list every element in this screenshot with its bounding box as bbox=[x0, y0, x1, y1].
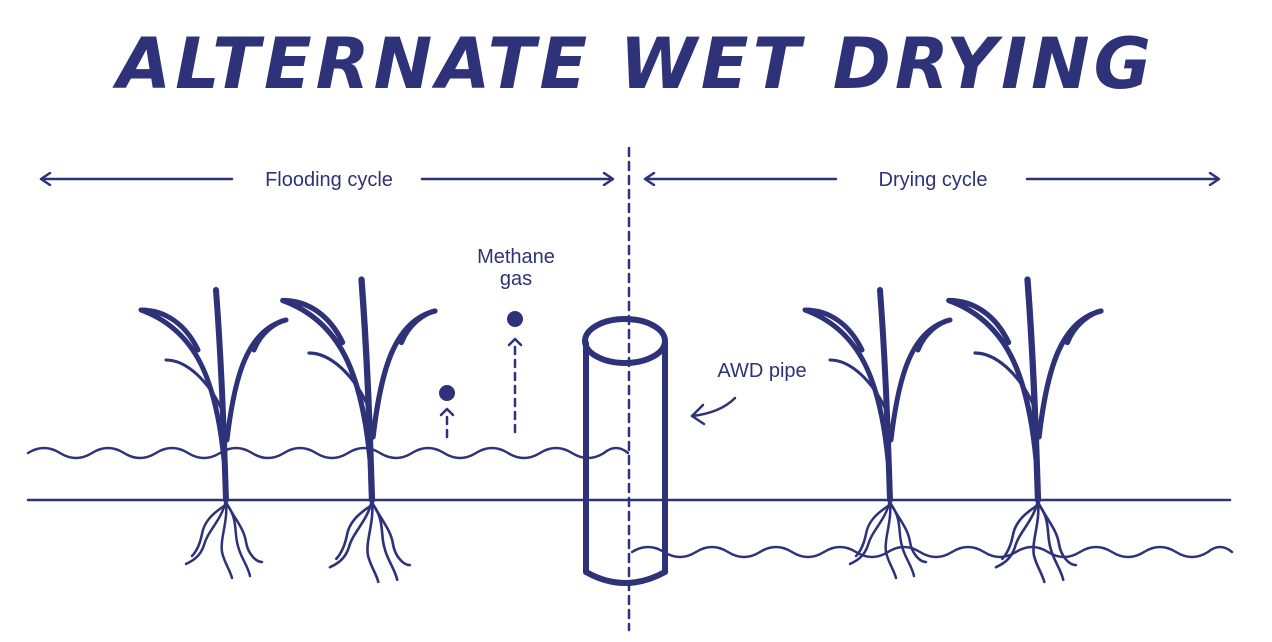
rice-plant-icon bbox=[802, 287, 953, 580]
methane-bubble-icon bbox=[507, 311, 523, 434]
methane-label-line1: Methane bbox=[477, 246, 555, 268]
rice-plant-icon bbox=[280, 276, 438, 584]
flooding-cycle-label: Flooding cycle bbox=[265, 169, 393, 191]
methane-bubble-icon bbox=[439, 385, 455, 444]
awd-pipe-label: AWD pipe bbox=[717, 360, 806, 382]
drained-water-line bbox=[630, 545, 1234, 559]
diagram-title: ALTERNATE WET DRYING bbox=[112, 23, 1155, 105]
pointer-arrow-icon bbox=[690, 396, 737, 426]
flood-water-line bbox=[26, 446, 630, 460]
rice-plant-icon bbox=[138, 287, 289, 580]
methane-label-line2: gas bbox=[500, 268, 532, 290]
drying-cycle-label: Drying cycle bbox=[879, 169, 988, 191]
awd-pipe-icon bbox=[582, 316, 668, 586]
rice-plant-icon bbox=[946, 276, 1104, 584]
